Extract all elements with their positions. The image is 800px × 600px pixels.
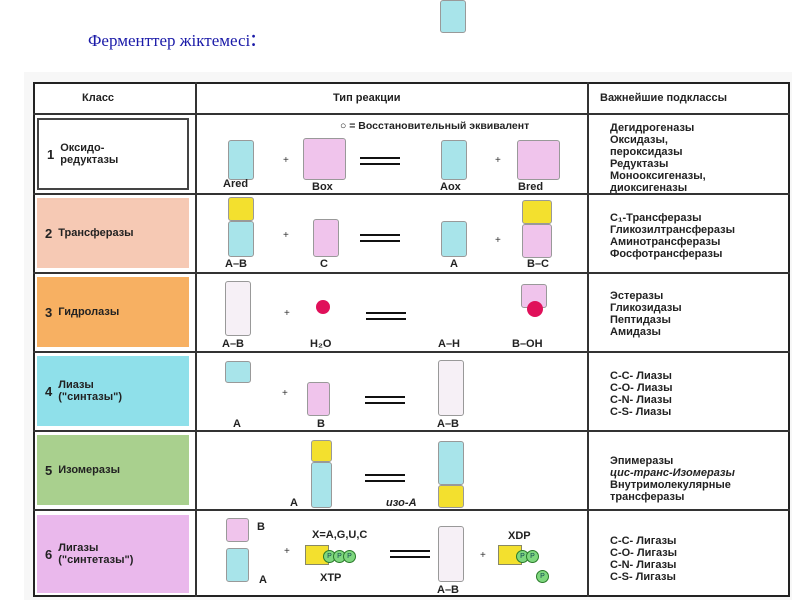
label: A–B — [437, 584, 460, 596]
group-b — [522, 200, 552, 224]
divider — [33, 351, 790, 353]
label: B — [257, 521, 265, 533]
phosphate-icon: P — [343, 550, 356, 563]
molecule-b — [307, 382, 330, 416]
label: X=A,G,U,C — [312, 529, 368, 541]
divider — [33, 509, 790, 511]
phosphate-icon: P — [323, 550, 336, 563]
legend-note: ○ = Восстановительный эквивалент — [340, 120, 530, 132]
label: H₂O — [310, 338, 332, 350]
label: Aox — [440, 181, 461, 193]
equilibrium-arrow — [360, 155, 400, 167]
label: A–B — [225, 258, 248, 270]
molecule-a-b — [438, 360, 464, 416]
hydroxyl-group — [527, 301, 543, 317]
equilibrium-arrow — [390, 548, 430, 560]
molecule-b-ox — [303, 138, 346, 180]
plus-sign: + — [495, 235, 501, 246]
plus-sign: + — [283, 155, 289, 166]
plus-sign: + — [284, 308, 290, 319]
divider — [33, 430, 790, 432]
group-yellow — [311, 440, 332, 462]
label: A–H — [438, 338, 461, 350]
header-subclasses: Важнейшие подклассы — [600, 92, 728, 104]
group-b — [228, 197, 254, 221]
label: A — [259, 574, 267, 586]
molecule-a — [311, 462, 332, 508]
equilibrium-arrow — [365, 472, 405, 484]
plus-sign: + — [480, 550, 486, 561]
label: A — [290, 497, 298, 509]
molecule-c — [313, 219, 339, 257]
label: A–B — [437, 418, 460, 430]
molecule-a-b — [438, 526, 464, 582]
label: B — [317, 418, 325, 430]
molecule-a-b — [225, 281, 251, 336]
divider — [195, 82, 197, 597]
plus-sign: + — [282, 388, 288, 399]
label: A–B — [222, 338, 245, 350]
molecule-iso-a — [438, 441, 464, 485]
label: Bred — [518, 181, 544, 193]
molecule-a — [228, 221, 254, 257]
plus-sign: + — [283, 230, 289, 241]
molecule-a-ox — [441, 140, 467, 180]
molecule-a — [226, 548, 249, 582]
label: изо-A — [386, 497, 417, 509]
divider — [33, 193, 790, 195]
label: Box — [312, 181, 333, 193]
phosphate-icon: P — [536, 570, 549, 583]
molecule-b — [226, 518, 249, 542]
molecule-b-red — [517, 140, 560, 180]
label: B–C — [527, 258, 550, 270]
molecule-a-h — [440, 0, 466, 33]
slide-title: Ферменттер жіктемесі: — [88, 26, 257, 52]
water-molecule — [316, 300, 330, 314]
label: C — [320, 258, 328, 270]
divider — [33, 272, 790, 274]
group-yellow — [438, 485, 464, 508]
molecule-a — [225, 361, 251, 383]
plus-sign: + — [284, 546, 290, 557]
equilibrium-arrow — [365, 394, 405, 406]
equilibrium-arrow — [360, 232, 400, 244]
header-reaction-type: Тип реакции — [333, 92, 401, 104]
molecule-c — [522, 224, 552, 258]
label: B–OH — [512, 338, 543, 350]
label: A — [233, 418, 241, 430]
label: XDP — [508, 530, 531, 542]
divider — [33, 113, 790, 115]
plus-sign: + — [495, 155, 501, 166]
equilibrium-arrow — [366, 310, 406, 322]
header-class: Класс — [82, 92, 115, 104]
label: A — [450, 258, 458, 270]
molecule-a — [441, 221, 467, 257]
phosphate-icon: P — [526, 550, 539, 563]
label: XTP — [320, 572, 342, 584]
divider — [587, 82, 589, 597]
molecule-a-red — [228, 140, 254, 180]
label: Ared — [223, 178, 249, 190]
